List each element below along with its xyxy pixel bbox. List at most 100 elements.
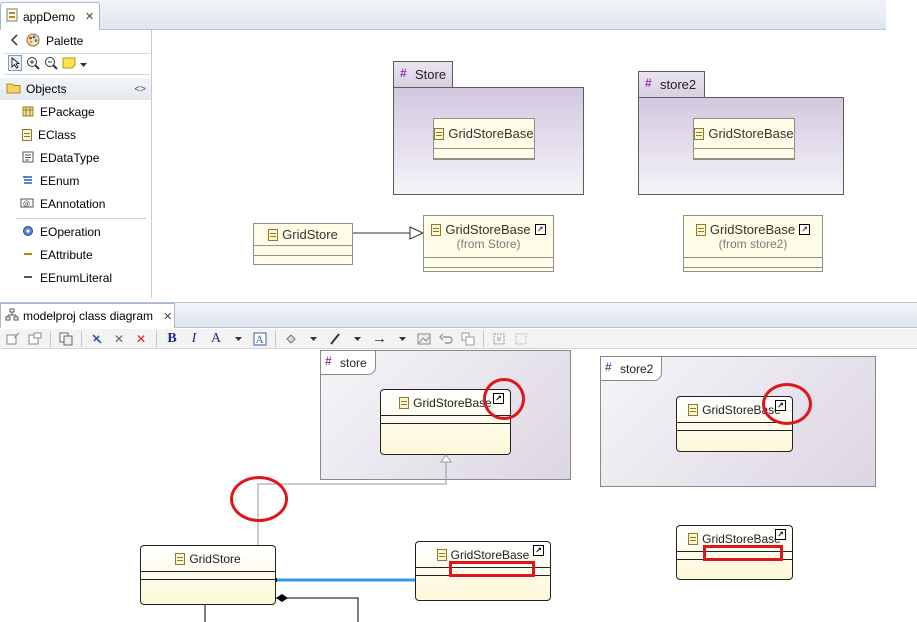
palette-item-epackage[interactable]: EPackage [22,102,95,122]
class-name: GridStoreBase [450,547,530,562]
package-store-tab[interactable]: Store [393,61,453,87]
eannotation-icon: @ [20,197,34,212]
svg-text:@: @ [23,200,30,208]
tab-modelproj-class-diagram[interactable]: modelproj class diagram ✕ [0,303,175,328]
palette-item-eenumliteral[interactable]: EEnumLiteral [22,268,112,288]
class-name: GridStoreBase [448,126,534,141]
folder-icon [6,82,22,97]
line-style-arrow-icon[interactable]: → [372,330,387,347]
palette-item-eenum[interactable]: EEnum [22,171,79,191]
class-gridstore[interactable]: GridStore [140,545,276,605]
palette-item-eattribute[interactable]: EAttribute [22,245,93,265]
palette-item-label: EEnum [40,174,80,188]
select-all-icon[interactable] [6,331,20,347]
eclass-icon [688,403,699,416]
highlight-circle [762,383,812,425]
zoom-in-icon[interactable] [26,56,40,73]
line-color-icon[interactable] [328,331,342,347]
text-style-icon[interactable]: A [253,331,267,347]
class-name: GridStore [189,551,241,566]
eclass-icon [431,223,442,236]
palette-title: Palette [46,34,84,48]
chevron-down-icon[interactable] [395,331,409,347]
palette-icon [26,33,40,50]
eclass-icon [268,228,279,241]
attributes-compartment [381,416,510,424]
eclass-icon [436,548,447,561]
toolbar-separator [483,330,484,347]
class-name: GridStoreBase [709,222,796,237]
fill-color-icon[interactable] [284,331,298,347]
package-store-tab[interactable]: store [321,351,376,375]
composition-line[interactable] [276,597,359,622]
class-name: GridStoreBase [445,222,531,237]
bold-button[interactable]: B [167,330,177,346]
chevron-down-icon[interactable] [80,57,87,71]
palette-separator [16,218,146,219]
close-icon[interactable]: ✕ [85,11,95,23]
autosize-icon[interactable] [492,331,506,347]
highlight-circle [483,378,525,420]
eclass-icon [22,129,32,141]
inheritance-arrowhead [409,226,425,240]
package-store2-body[interactable] [638,97,844,195]
chevron-down-icon[interactable] [231,331,245,347]
class-name-row: GridStore [141,546,275,572]
note-tool-icon[interactable] [62,57,76,72]
class-name-row: GridStore [254,224,352,246]
chevron-down-icon[interactable] [350,331,364,347]
palette-item-eclass[interactable]: EClass [22,125,76,145]
class-name-row: GridStoreBase [677,397,792,423]
package-store2-tab[interactable]: store2 [601,357,663,381]
delete-icon[interactable]: ✕ [113,331,125,346]
class-gridstorebase-from-store[interactable]: GridStoreBase ↗ (from Store) [423,215,554,272]
palette-item-label: EOperation [40,225,101,239]
shortcut-arrow-icon: ↗ [799,224,811,235]
palette-item-label: EEnumLiteral [40,271,113,285]
select-shapes-icon[interactable] [28,331,42,347]
package-store2-frame[interactable]: store2 [600,356,876,487]
palette-header: Palette [0,30,151,52]
class-gridstore[interactable]: GridStore [253,223,353,265]
class-name-row: GridStoreBase ↗ (from Store) [424,216,553,258]
class-gridstorebase-in-store[interactable]: GridStoreBase [433,118,535,160]
eclass-icon [695,223,706,236]
package-store2-tab[interactable]: store2 [638,71,705,97]
palette-item-eoperation[interactable]: EOperation [22,222,101,242]
eclass-icon [434,127,445,140]
svg-text:A: A [255,335,264,346]
pin-icon[interactable]: <> [134,83,146,95]
eclass-icon [688,532,699,545]
class-gridstorebase-from-store2[interactable]: GridStoreBase ↗ (from store2) [683,215,823,272]
copy-icon[interactable] [59,331,73,347]
highlight-rectangle [449,561,535,577]
italic-button[interactable]: I [191,330,197,346]
close-icon[interactable]: ✕ [163,310,173,323]
pin-icon[interactable] [90,331,104,347]
arrange-icon[interactable] [461,331,475,347]
zoom-out-icon[interactable] [44,56,58,73]
package-name: Store [415,67,447,82]
fit-icon[interactable] [514,331,528,347]
palette-item-eannotation[interactable]: @ EAnnotation [20,194,105,214]
palette-drawer-objects[interactable]: Objects <> [0,78,151,100]
palette-item-label: EDataType [40,151,100,165]
toolbar-separator [156,330,157,347]
attributes-compartment [694,149,794,159]
font-color-button[interactable]: A [210,330,222,346]
attributes-compartment [677,423,792,431]
epackage-icon [22,105,34,120]
back-arrow-icon[interactable] [10,33,20,49]
chevron-down-icon[interactable] [306,331,320,347]
palette-item-edatatype[interactable]: EDataType [22,148,99,168]
class-name-row: GridStoreBase [416,542,550,568]
undo-icon[interactable] [439,331,453,347]
delete-from-model-icon[interactable]: ✕ [135,331,147,346]
class-gridstorebase-in-store2[interactable]: GridStoreBase [693,118,795,160]
select-tool-icon[interactable] [8,54,22,74]
attributes-compartment [141,572,275,580]
package-name: store2 [620,361,654,376]
image-icon[interactable] [417,331,431,347]
tab-appdemo[interactable]: appDemo ✕ [0,2,100,30]
